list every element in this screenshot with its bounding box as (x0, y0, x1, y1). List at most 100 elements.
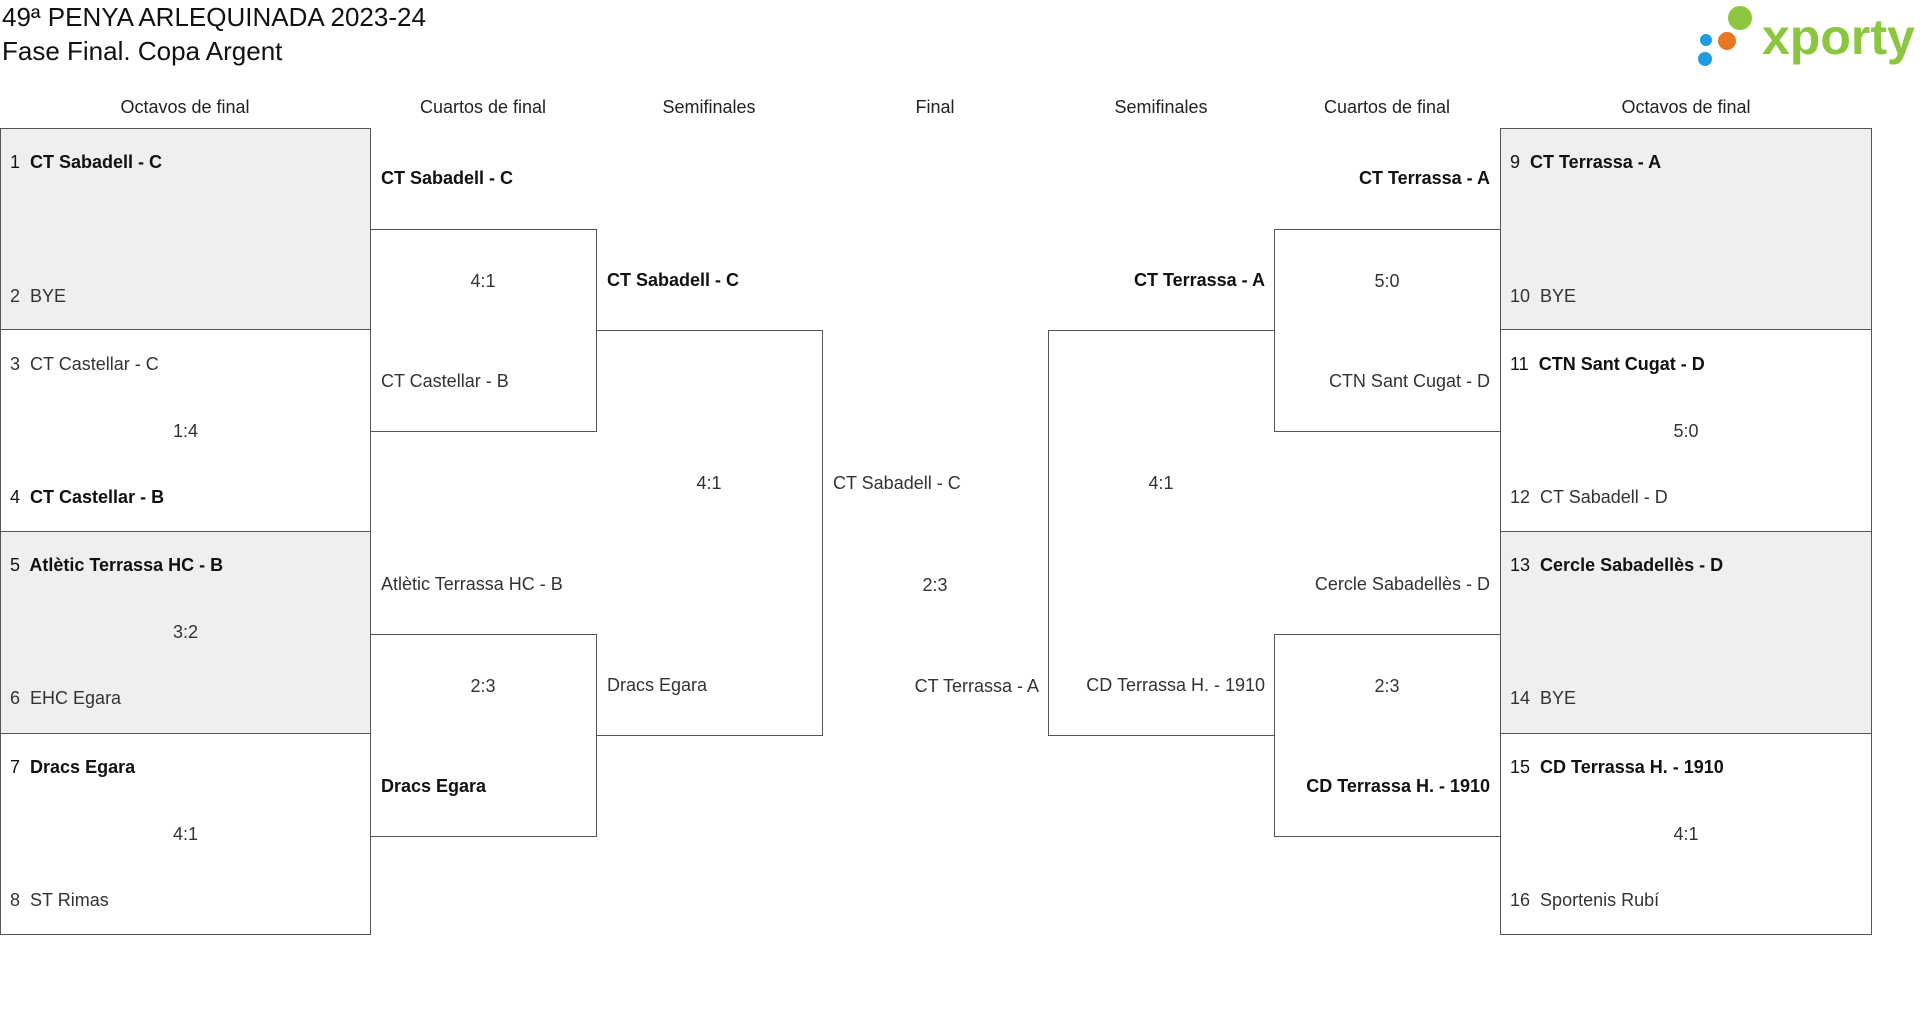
seed: 7 (10, 757, 21, 777)
final-team-b[interactable]: CT Terrassa - A (914, 676, 1039, 696)
header-right-sf: Semifinales (1114, 97, 1208, 117)
seed: 5 (10, 555, 21, 575)
left-qf-match-2-team-b[interactable]: Dracs Egara (381, 776, 487, 796)
header-right-qf: Cuartos de final (1323, 97, 1451, 117)
team-name: Atlètic Terrassa HC - B (29, 555, 224, 575)
left-r16-match-1-team-b[interactable]: 2 BYE (10, 285, 66, 307)
seed: 3 (10, 354, 21, 374)
team-name: CD Terrassa H. - 1910 (1540, 757, 1724, 777)
seed: 13 (1510, 555, 1531, 575)
team-name: BYE (1540, 286, 1577, 306)
header-left-qf: Cuartos de final (419, 97, 547, 117)
team-name: Sportenis Rubí (1540, 890, 1660, 910)
right-qf-match-1-team-b[interactable]: CTN Sant Cugat - D (1328, 371, 1490, 391)
seed: 4 (10, 487, 21, 507)
header-right-r16: Octavos de final (1621, 97, 1751, 117)
team-name: BYE (1540, 688, 1577, 708)
left-r16-match-1[interactable] (0, 128, 371, 330)
right-qf-match-1-team-a[interactable]: CT Terrassa - A (1358, 168, 1490, 188)
left-qf-match-2-score: 2:3 (470, 676, 496, 696)
right-qf-match-2-team-b[interactable]: CD Terrassa H. - 1910 (1306, 776, 1490, 796)
header-final: Final (915, 97, 955, 117)
right-qf-match-2[interactable] (1274, 634, 1501, 837)
team-name: BYE (30, 286, 67, 306)
left-r16-match-4[interactable] (0, 733, 371, 935)
left-qf-match-1-team-a[interactable]: CT Sabadell - C (381, 168, 514, 188)
team-name: CTN Sant Cugat - D (1538, 354, 1705, 374)
left-r16-match-4-score: 4:1 (172, 824, 199, 844)
left-r16-match-3-team-b[interactable]: 6 EHC Egara (10, 687, 121, 709)
final-score: 2:3 (922, 575, 948, 595)
left-r16-match-3-team-a[interactable]: 5 Atlètic Terrassa HC - B (10, 554, 223, 576)
seed: 9 (1510, 152, 1521, 172)
seed: 15 (1510, 757, 1531, 777)
xporty-logo[interactable]: xporty (1698, 4, 1920, 70)
left-sf-team-a[interactable]: CT Sabadell - C (607, 270, 740, 290)
right-r16-match-3-team-a[interactable]: 13 Cercle Sabadellès - D (1510, 554, 1723, 576)
logo-dot-blue-top (1700, 34, 1712, 46)
right-r16-match-4-team-a[interactable]: 15 CD Terrassa H. - 1910 (1510, 756, 1724, 778)
team-name: CT Castellar - C (30, 354, 159, 374)
right-r16-match-1[interactable] (1500, 128, 1872, 330)
seed: 11 (1510, 354, 1529, 374)
right-r16-match-3-team-b[interactable]: 14 BYE (1510, 687, 1576, 709)
logo-dot-blue-bottom (1698, 52, 1712, 66)
left-r16-match-2-team-b[interactable]: 4 CT Castellar - B (10, 486, 164, 508)
left-qf-match-2[interactable] (370, 634, 597, 837)
right-sf-team-a[interactable]: CT Terrassa - A (1133, 270, 1265, 290)
right-r16-match-1-team-a[interactable]: 9 CT Terrassa - A (1510, 151, 1661, 173)
seed: 8 (10, 890, 21, 910)
left-r16-match-4-team-b[interactable]: 8 ST Rimas (10, 889, 109, 911)
team-name: Dracs Egara (30, 757, 136, 777)
header-left-sf: Semifinales (662, 97, 756, 117)
page-subtitle: Fase Final. Copa Argent (2, 36, 283, 66)
left-r16-match-2-score: 1:4 (172, 421, 199, 441)
seed: 14 (1510, 688, 1531, 708)
right-qf-match-2-score: 2:3 (1374, 676, 1400, 696)
left-r16-match-4-team-a[interactable]: 7 Dracs Egara (10, 756, 135, 778)
right-r16-match-2-score: 5:0 (1673, 421, 1699, 441)
seed: 10 (1510, 286, 1531, 306)
right-sf-score: 4:1 (1148, 473, 1174, 493)
logo-text: xporty (1762, 9, 1915, 65)
left-qf-match-1-team-b[interactable]: CT Castellar - B (381, 371, 509, 391)
right-qf-match-2-team-a[interactable]: Cercle Sabadellès - D (1314, 574, 1490, 594)
left-qf-match-2-team-a[interactable]: Atlètic Terrassa HC - B (381, 574, 563, 594)
team-name: CT Castellar - B (30, 487, 165, 507)
right-sf-match[interactable] (1048, 330, 1274, 736)
left-sf-score: 4:1 (696, 473, 722, 493)
left-qf-match-1[interactable] (370, 229, 597, 432)
right-r16-match-2-team-a[interactable]: 11 CTN Sant Cugat - D (1510, 353, 1705, 375)
left-r16-match-3-score: 3:2 (172, 622, 199, 642)
left-r16-match-3[interactable] (0, 531, 371, 734)
header-left-r16: Octavos de final (120, 97, 250, 117)
right-r16-match-2-team-b[interactable]: 12 CT Sabadell - D (1510, 486, 1668, 508)
seed: 12 (1510, 487, 1531, 507)
right-r16-match-4-team-b[interactable]: 16 Sportenis Rubí (1510, 889, 1659, 911)
seed: 6 (10, 688, 21, 708)
logo-dot-orange (1718, 32, 1736, 50)
team-name: CT Sabadell - C (30, 152, 163, 172)
right-sf-team-b[interactable]: CD Terrassa H. - 1910 (1086, 675, 1265, 695)
team-name: EHC Egara (30, 688, 122, 708)
right-qf-match-1[interactable] (1274, 229, 1501, 432)
right-r16-match-1-team-b[interactable]: 10 BYE (1510, 285, 1576, 307)
left-sf-team-b[interactable]: Dracs Egara (607, 675, 708, 695)
left-r16-match-1-team-a[interactable]: 1 CT Sabadell - C (10, 151, 162, 173)
logo-dot-green (1728, 6, 1752, 30)
team-name: Cercle Sabadellès - D (1540, 555, 1724, 575)
left-qf-match-1-score: 4:1 (470, 271, 496, 291)
team-name: ST Rimas (30, 890, 109, 910)
seed: 1 (10, 152, 21, 172)
right-r16-match-4-score: 4:1 (1673, 824, 1699, 844)
seed: 16 (1510, 890, 1531, 910)
page-title: 49ª PENYA ARLEQUINADA 2023-24 (2, 2, 426, 32)
left-sf-match[interactable] (596, 330, 823, 736)
left-r16-match-2-team-a[interactable]: 3 CT Castellar - C (10, 353, 159, 375)
final-team-a[interactable]: CT Sabadell - C (833, 473, 961, 493)
seed: 2 (10, 286, 21, 306)
right-r16-match-4[interactable] (1500, 733, 1872, 935)
team-name: CT Sabadell - D (1540, 487, 1668, 507)
right-qf-match-1-score: 5:0 (1374, 271, 1400, 291)
team-name: CT Terrassa - A (1530, 152, 1662, 172)
